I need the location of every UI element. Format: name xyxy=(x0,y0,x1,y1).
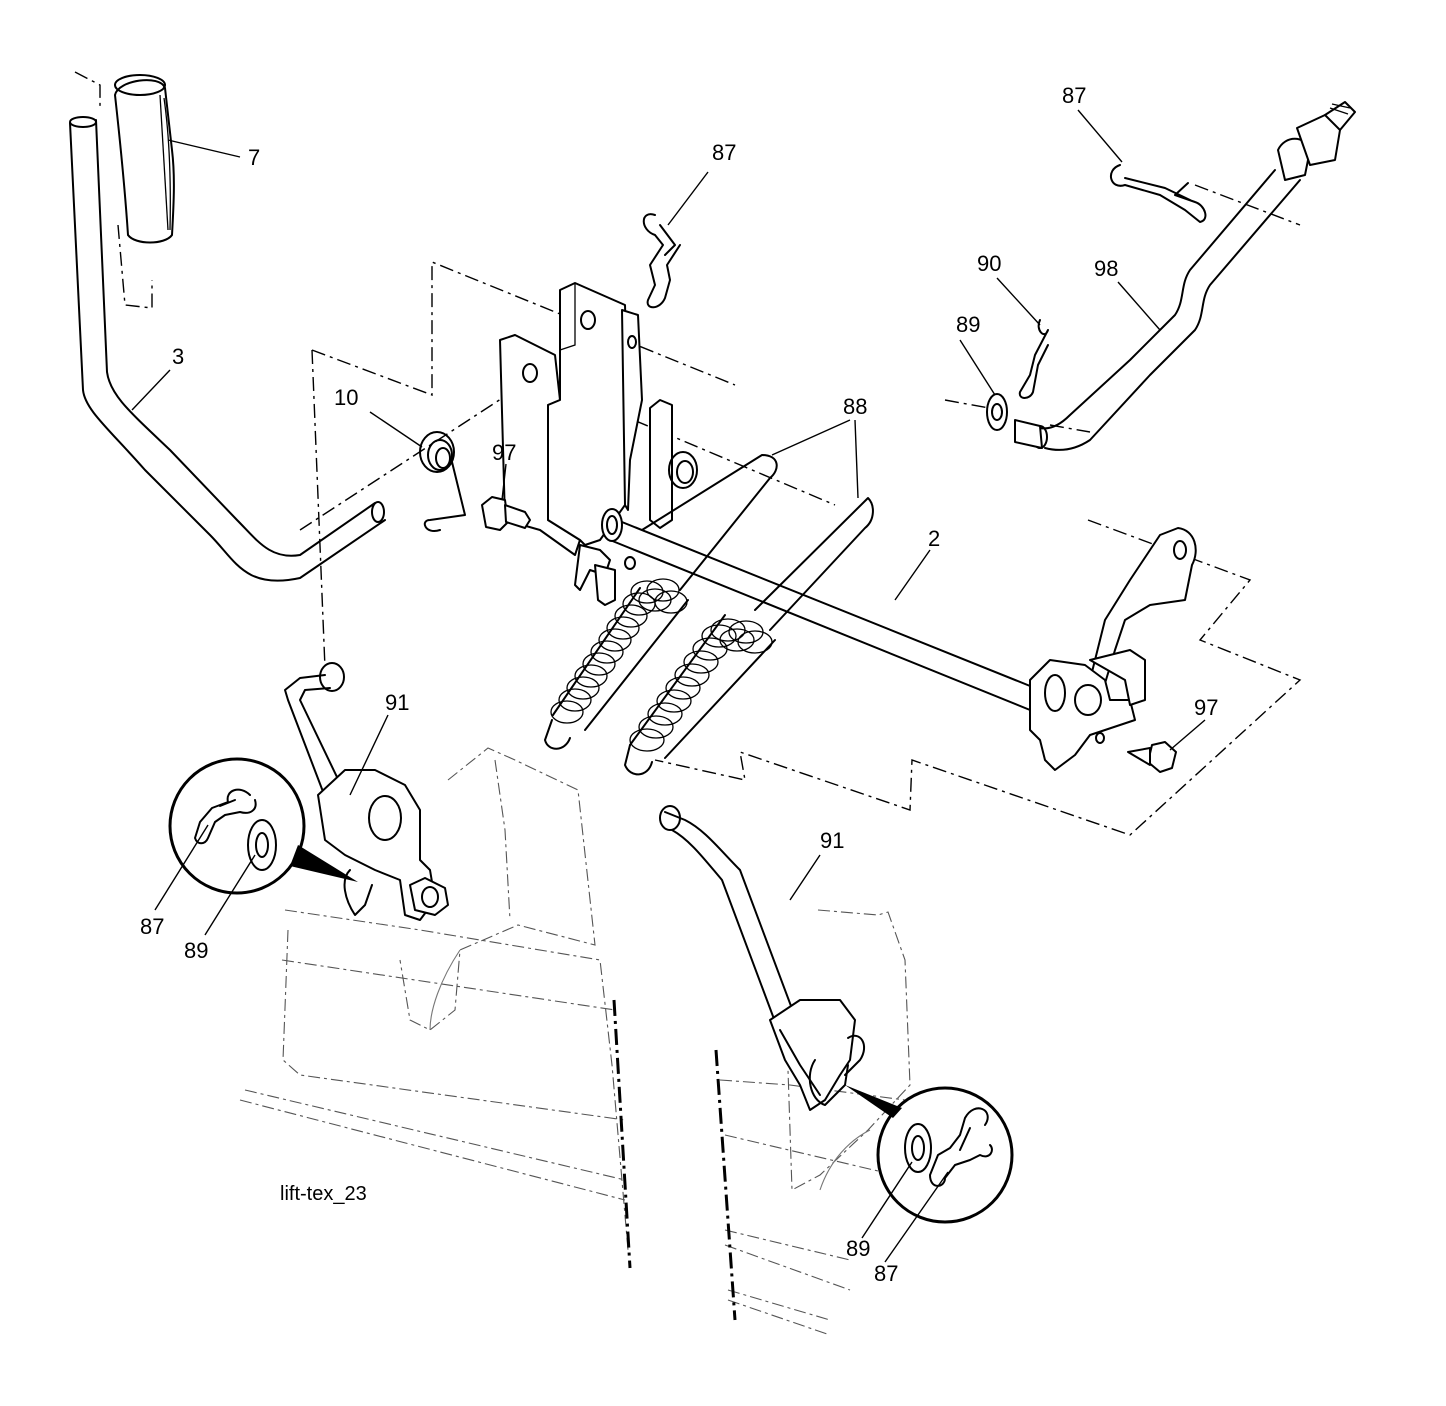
link-left xyxy=(284,662,449,921)
cross-shaft xyxy=(601,508,1041,713)
washer-upper-right xyxy=(986,393,1008,431)
label-hairpin-clip-upper-right: 87 xyxy=(1062,83,1086,108)
label-link-left: 91 xyxy=(385,690,409,715)
clip-90 xyxy=(1018,319,1049,399)
adjustment-rod xyxy=(1014,101,1356,451)
label-link-right: 91 xyxy=(820,828,844,853)
bolt-left xyxy=(481,496,531,531)
label-clip-90: 90 xyxy=(977,251,1001,276)
hairpin-clip-upper-right xyxy=(1110,164,1207,223)
label-bolt-right: 97 xyxy=(1194,695,1218,720)
label-extension-springs: 88 xyxy=(843,394,867,419)
torsion-spring xyxy=(419,431,466,532)
label-adjustment-rod: 98 xyxy=(1094,256,1118,281)
label-left-callout-washer: 89 xyxy=(184,938,208,963)
diagram-caption: lift-tex_23 xyxy=(280,1183,367,1205)
lift-lever xyxy=(69,116,386,582)
label-washer-upper-right: 89 xyxy=(956,312,980,337)
link-right xyxy=(659,805,866,1111)
part-labels: 7 3 10 97 87 88 2 97 87 90 89 98 91 91 8… xyxy=(140,83,1218,1286)
handle-grip xyxy=(114,74,175,244)
label-handle-grip: 7 xyxy=(248,145,260,170)
mower-frame-ghost xyxy=(239,747,911,1336)
label-torsion-spring: 10 xyxy=(334,385,358,410)
callout-left xyxy=(168,757,358,895)
leader-lines xyxy=(131,109,1206,1263)
extension-spring-right-coils xyxy=(629,614,776,759)
callout-right xyxy=(845,1085,1014,1224)
extension-springs xyxy=(544,454,874,776)
label-lift-lever: 3 xyxy=(172,344,184,369)
label-right-callout-clip: 87 xyxy=(874,1261,898,1286)
label-hairpin-clip-top: 87 xyxy=(712,140,736,165)
label-bolt-left: 97 xyxy=(492,440,516,465)
label-cross-shaft: 2 xyxy=(928,526,940,551)
label-left-callout-clip: 87 xyxy=(140,914,164,939)
hairpin-clip-top xyxy=(642,213,681,309)
main-bracket xyxy=(499,282,698,606)
bolt-right xyxy=(1127,741,1177,773)
label-right-callout-washer: 89 xyxy=(846,1236,870,1261)
extension-spring-left-coils xyxy=(550,578,689,731)
right-arm-bracket xyxy=(1029,527,1197,771)
